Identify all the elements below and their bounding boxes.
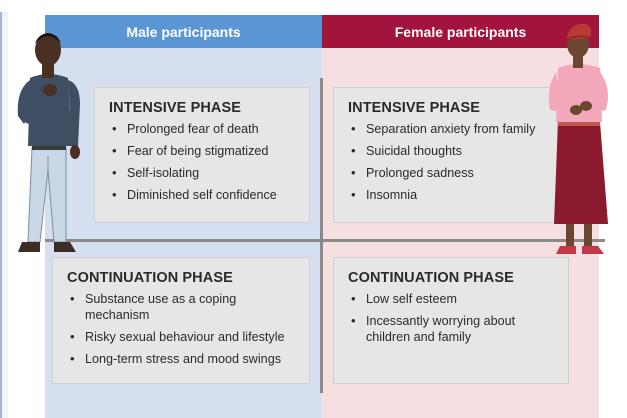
female-continuation-card: CONTINUATION PHASE Low self esteem Inces… bbox=[333, 257, 569, 384]
male-column-header: Male participants bbox=[45, 15, 322, 48]
phase-divider-horizontal bbox=[45, 239, 605, 242]
list-item: Low self esteem bbox=[348, 291, 556, 307]
list-item: Insomnia bbox=[348, 187, 545, 203]
symptom-list: Prolonged fear of death Fear of being st… bbox=[109, 121, 297, 203]
card-title: CONTINUATION PHASE bbox=[67, 270, 233, 286]
card-title: INTENSIVE PHASE bbox=[348, 100, 481, 116]
list-item: Incessantly worrying about children and … bbox=[348, 313, 556, 345]
list-item: Substance use as a coping mechanism bbox=[67, 291, 297, 323]
gender-divider-vertical bbox=[320, 78, 323, 393]
male-continuation-card: CONTINUATION PHASE Substance use as a co… bbox=[52, 257, 310, 384]
male-figure-icon bbox=[17, 33, 80, 252]
symptom-list: Substance use as a coping mechanism Risk… bbox=[67, 291, 297, 367]
list-item: Diminished self confidence bbox=[109, 187, 297, 203]
card-title: INTENSIVE PHASE bbox=[109, 100, 242, 116]
page-edge bbox=[0, 12, 8, 418]
card-title: CONTINUATION PHASE bbox=[348, 270, 514, 286]
list-item: Separation anxiety from family bbox=[348, 121, 545, 137]
male-intensive-card: INTENSIVE PHASE Prolonged fear of death … bbox=[94, 87, 310, 223]
female-column-header: Female participants bbox=[322, 15, 599, 48]
symptom-list: Low self esteem Incessantly worrying abo… bbox=[348, 291, 556, 345]
symptom-list: Separation anxiety from family Suicidal … bbox=[348, 121, 545, 203]
list-item: Risky sexual behaviour and lifestyle bbox=[67, 329, 297, 345]
list-item: Fear of being stigmatized bbox=[109, 143, 297, 159]
female-intensive-card: INTENSIVE PHASE Separation anxiety from … bbox=[333, 87, 558, 223]
list-item: Prolonged fear of death bbox=[109, 121, 297, 137]
list-item: Prolonged sadness bbox=[348, 165, 545, 181]
list-item: Self-isolating bbox=[109, 165, 297, 181]
list-item: Long-term stress and mood swings bbox=[67, 351, 297, 367]
female-figure-icon bbox=[548, 23, 608, 254]
list-item: Suicidal thoughts bbox=[348, 143, 545, 159]
